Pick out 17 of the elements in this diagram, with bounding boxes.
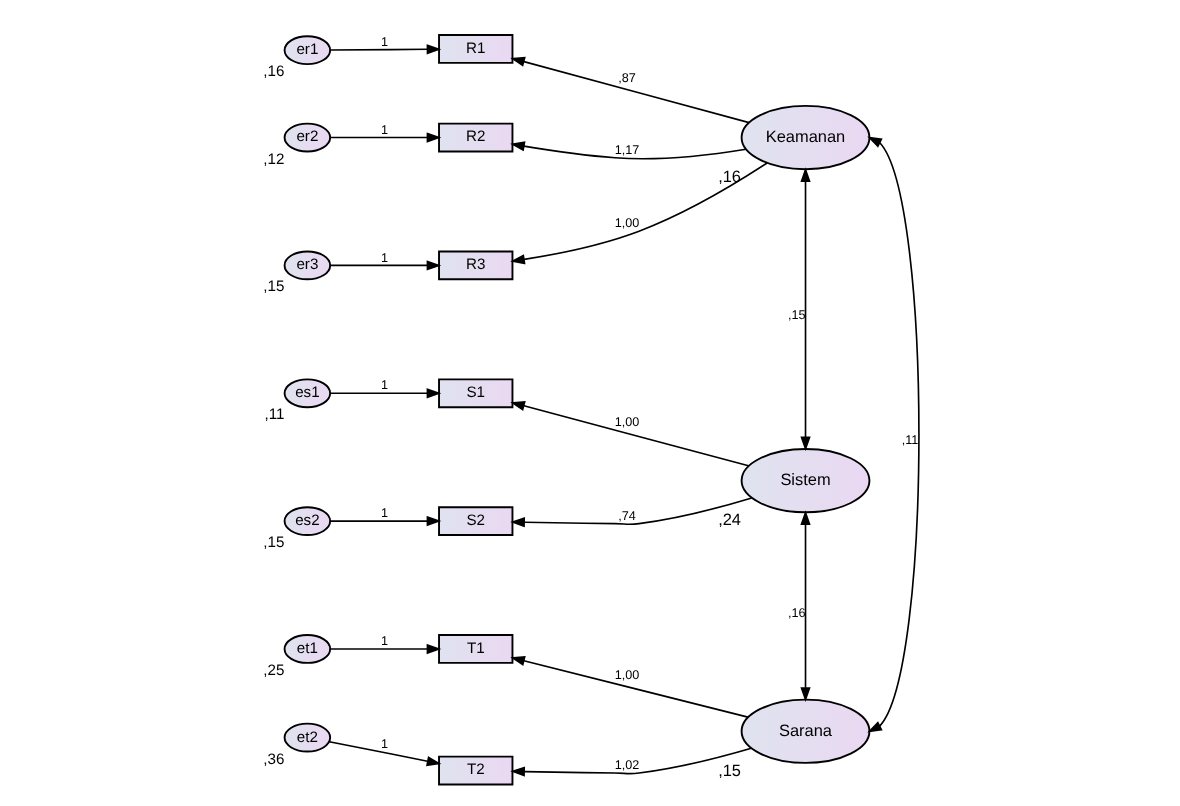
arrow [327,740,441,767]
arrow [328,643,441,655]
arrow [509,747,752,777]
arrow [328,515,441,527]
arrow [509,162,767,265]
arrow [509,655,748,718]
arrow [509,400,749,467]
arrow [509,141,746,160]
arrow [799,167,810,452]
arrow [799,510,810,702]
arrow [509,56,749,124]
arrow [328,132,441,143]
arrow [328,44,441,55]
arrow [866,136,919,733]
arrow [328,388,441,399]
arrow [509,497,752,528]
arrow [328,260,441,271]
